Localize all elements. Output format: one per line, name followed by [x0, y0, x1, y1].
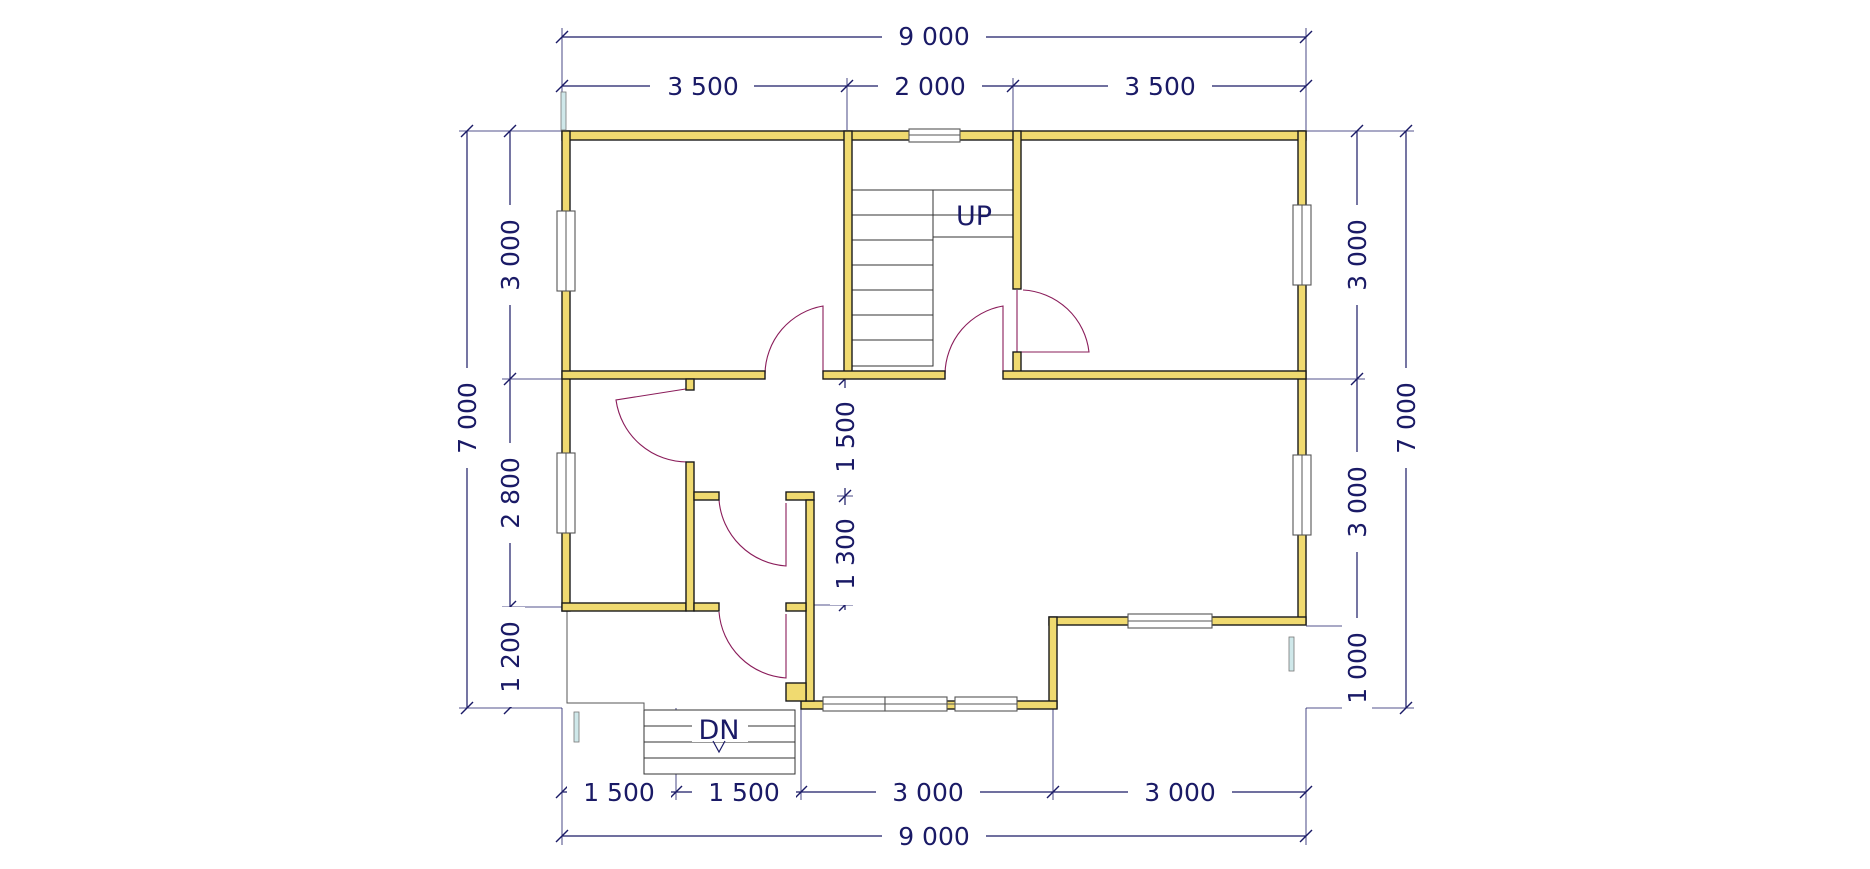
dim-bottom-1: 1 500 [583, 778, 655, 807]
dimension-labels: 9 000 3 500 2 000 3 500 1 500 1 500 3 00… [452, 20, 1421, 852]
stair-down: DN [643, 709, 796, 775]
dim-right-2: 3 000 [1343, 466, 1372, 538]
dim-top-middle: 2 000 [894, 72, 966, 101]
dim-right-1: 3 000 [1343, 219, 1372, 291]
dim-bottom-overall: 9 000 [898, 822, 970, 851]
dimension-lines [459, 28, 1414, 845]
stair-up: UP [851, 189, 1014, 367]
dim-inner-2: 1 300 [831, 518, 860, 590]
porch-outline [566, 610, 645, 710]
dim-left-1: 3 000 [496, 219, 525, 291]
dim-bottom-4: 3 000 [1144, 778, 1216, 807]
dim-left-2: 2 800 [496, 457, 525, 529]
dim-top-left: 3 500 [667, 72, 739, 101]
dim-top-right: 3 500 [1124, 72, 1196, 101]
dim-bottom-3: 3 000 [892, 778, 964, 807]
dim-top-overall: 9 000 [898, 22, 970, 51]
stair-down-label: DN [699, 715, 740, 746]
downspouts [560, 91, 1295, 743]
dim-left-3: 1 200 [496, 621, 525, 693]
dim-left-overall: 7 000 [453, 382, 482, 454]
dim-right-overall: 7 000 [1392, 382, 1421, 454]
dim-bottom-2: 1 500 [708, 778, 780, 807]
dim-right-3: 1 000 [1343, 632, 1372, 704]
stair-up-label: UP [956, 201, 992, 232]
dim-inner-1: 1 500 [831, 401, 860, 473]
windows [556, 128, 1312, 712]
door-swings [615, 289, 1090, 679]
